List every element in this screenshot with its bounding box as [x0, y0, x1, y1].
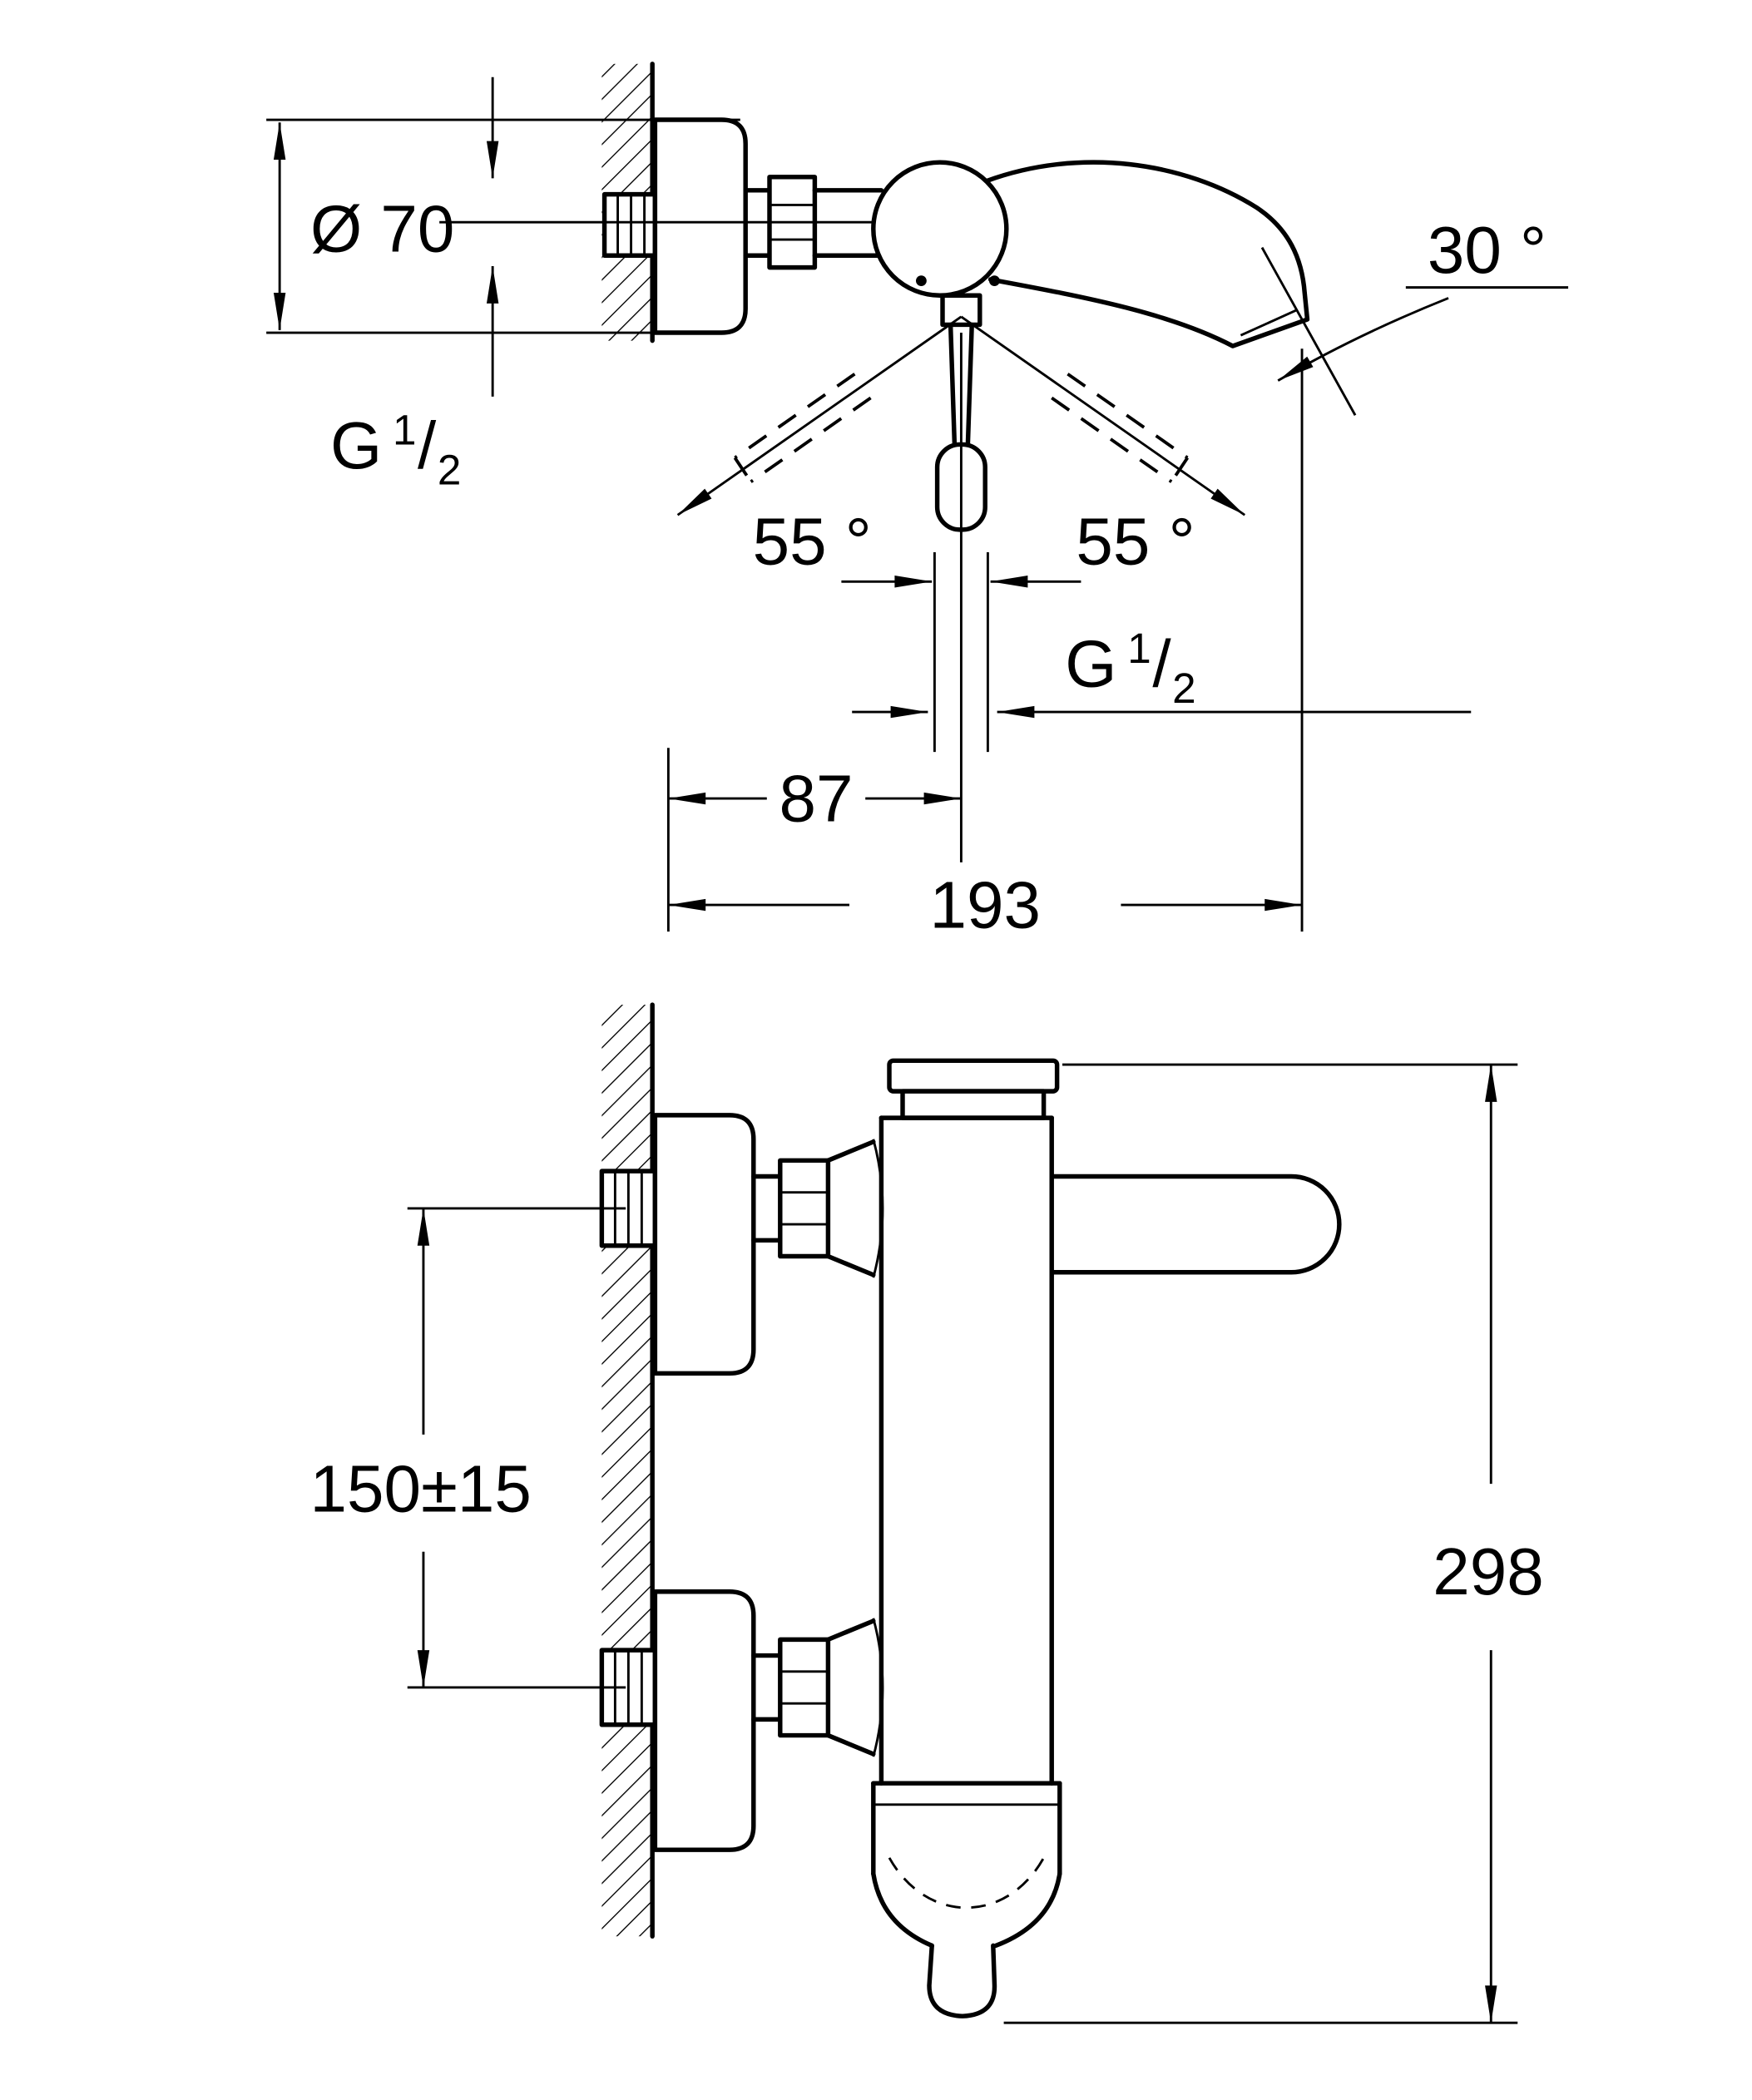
reach-dimension: 193: [668, 348, 1304, 941]
offset-label: 87: [779, 761, 854, 835]
spout-outlet: [871, 1781, 1062, 2018]
swing-ray-right: [960, 315, 1246, 516]
swing-angle-left-label: 55 °: [753, 504, 872, 578]
spout-angle-label: 30 °: [1428, 213, 1547, 287]
spout: [984, 160, 1310, 348]
height-dimension: 298: [1003, 1063, 1544, 2024]
faucet-body: [871, 160, 1009, 298]
diameter-dimension: Ø 70: [266, 118, 740, 334]
spacing-dimension: 150±15: [310, 1207, 626, 1689]
escutcheon: [652, 117, 748, 335]
hex-nut: [778, 1637, 831, 1738]
diameter-label: Ø 70: [310, 191, 454, 265]
body-cap: [887, 1058, 1060, 1120]
elevation-view: 150±15 298: [310, 1002, 1544, 2024]
spout-angle-dimension: 30 °: [1260, 213, 1569, 416]
swing-angle-right-label: 55 °: [1076, 504, 1195, 578]
swing-ray-left: [676, 315, 963, 516]
top-connection: [599, 1113, 884, 1376]
offset-dimension: 87: [666, 748, 962, 932]
aerator-nozzle: [927, 1943, 997, 2018]
hex-nut: [778, 1158, 831, 1259]
escutcheon: [652, 1113, 756, 1376]
escutcheon: [652, 1589, 756, 1852]
reach-label: 193: [929, 867, 1040, 941]
wall-section-side: [601, 1002, 655, 1939]
lever-handle: [1049, 1174, 1342, 1275]
wall-hatching: [601, 1005, 653, 1937]
inlet-fitting: [601, 191, 658, 258]
spacing-label: 150±15: [310, 1452, 532, 1526]
bottom-connection: [599, 1589, 884, 1852]
height-label: 298: [1433, 1534, 1543, 1608]
body-dot-left: [916, 275, 927, 287]
body-column: [878, 1115, 1054, 1786]
